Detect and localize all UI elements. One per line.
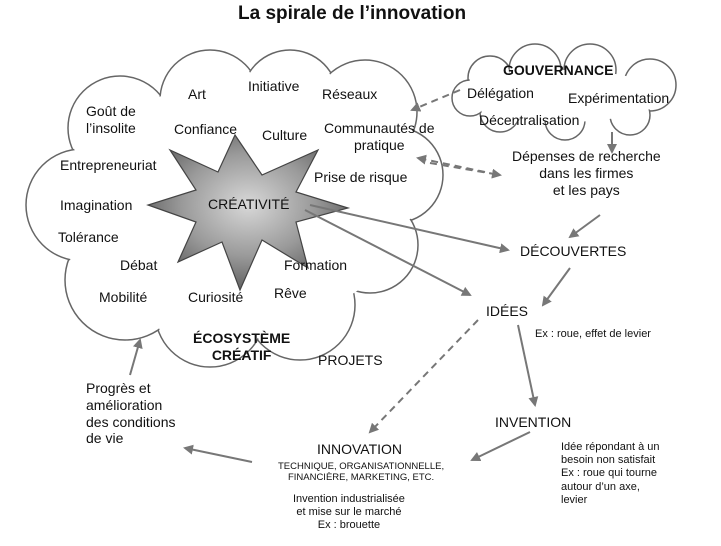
node-depenses-recherche: Dépenses de recherche dans les firmes et… (512, 148, 661, 198)
diagram-title: La spirale de l’innovation (238, 3, 467, 24)
arrow-creativite-to-idees (304, 209, 472, 296)
arrow-gouvernance-to-cloud (410, 89, 461, 112)
arrow-invention-to-innovation (470, 431, 531, 462)
label-delegation: Délégation (467, 85, 534, 101)
creativity-star (146, 133, 351, 292)
gouvernance-cloud-fill (453, 45, 675, 139)
label-formation: Formation (284, 257, 348, 273)
node-projets: PROJETS (318, 352, 383, 368)
gouvernance-title: GOUVERNANCE (503, 62, 614, 78)
arrow-progres-to-cloud (129, 338, 143, 376)
label-imagination: Imagination (60, 197, 133, 213)
label-tolerance: Tolérance (58, 229, 119, 245)
node-innovation: INNOVATION (317, 441, 403, 457)
arrow-idees-to-invention (517, 324, 539, 407)
node-idees: IDÉES (486, 303, 529, 319)
label-culture: Culture (262, 127, 308, 143)
label-entrepreneuriat: Entrepreneuriat (60, 157, 157, 173)
node-invention: INVENTION (495, 414, 572, 430)
label-creativite: CRÉATIVITÉ (208, 196, 290, 212)
label-mobilite: Mobilité (99, 289, 148, 305)
label-confiance: Confiance (174, 121, 238, 137)
label-experimentation: Expérimentation (568, 90, 670, 106)
label-debat: Débat (120, 257, 158, 273)
label-prise-de-risque: Prise de risque (314, 169, 408, 185)
label-reseaux: Réseaux (322, 86, 378, 102)
diagram-arrows (129, 89, 617, 463)
arrow-innovation-to-progres (183, 444, 253, 463)
node-progres: Progrès et amélioration des conditions d… (86, 380, 176, 447)
label-ecosysteme-creatif: ÉCOSYSTÈME CRÉATIF (193, 330, 291, 363)
label-art: Art (188, 86, 206, 102)
node-decouvertes: DÉCOUVERTES (520, 243, 627, 259)
innovation-types: TECHNIQUE, ORGANISATIONNELLE, FINANCIÈRE… (278, 461, 445, 484)
label-curiosite: Curiosité (188, 289, 244, 305)
label-reve: Rêve (274, 285, 307, 301)
arrow-depenses-to-decouvertes (568, 214, 601, 239)
arrow-idees-to-innovation (368, 319, 479, 434)
innovation-description: Invention industrialisée et mise sur le … (293, 493, 405, 532)
arrow-decouvertes-to-idees (541, 267, 571, 307)
label-decentralisation: Décentralisation (479, 112, 580, 128)
idees-example: Ex : roue, effet de levier (535, 328, 651, 340)
label-initiative: Initiative (248, 78, 300, 94)
arrow-creativite-to-decouvertes (309, 204, 510, 254)
label-communautes-pratique: Communautés de pratique (324, 120, 435, 153)
invention-description: Idée répondant à un besoin non satisfait… (561, 441, 660, 506)
label-gout-insolite: Goût de l’insolite (86, 103, 136, 136)
